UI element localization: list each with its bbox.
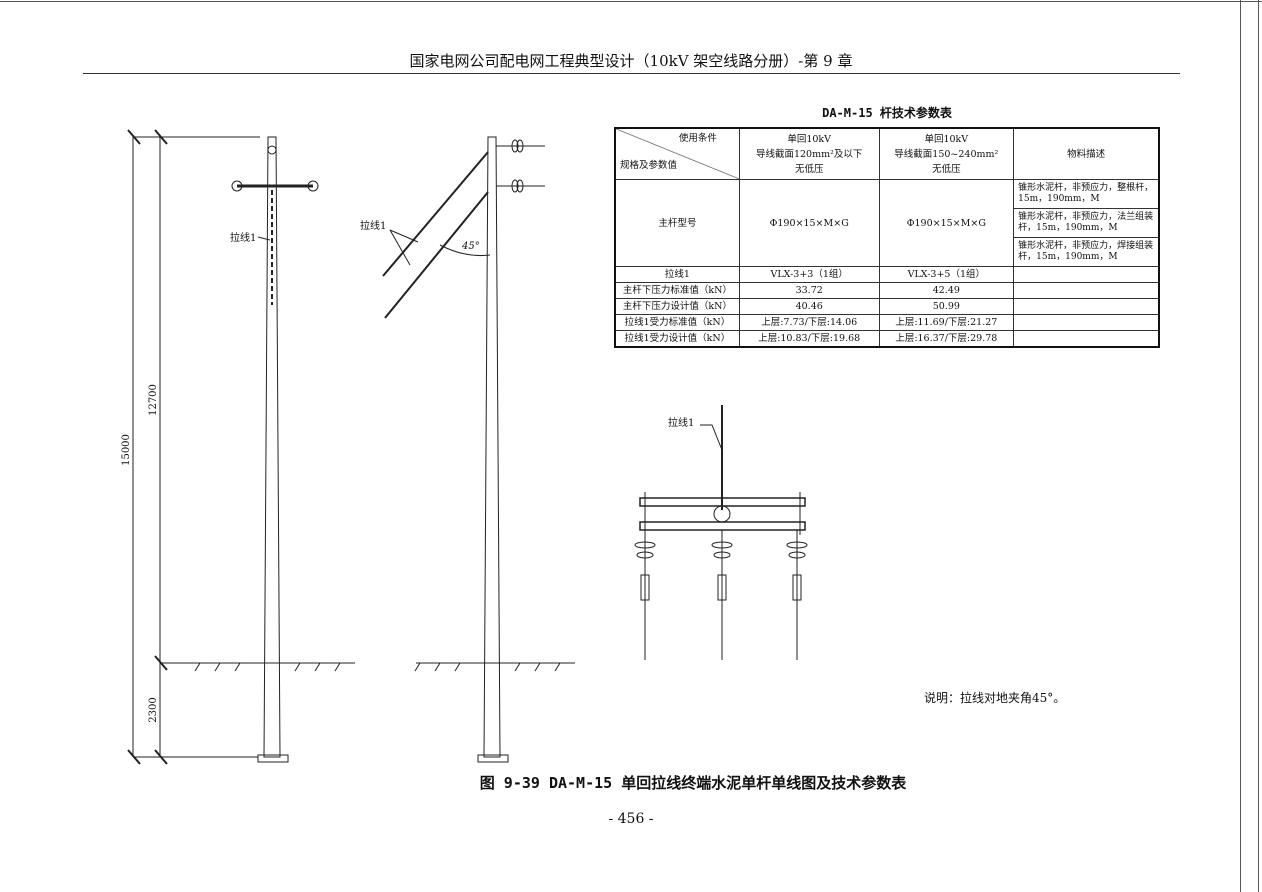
material-desc: 锥形水泥杆，非预应力，焊接组装杆，15m，190mm，M [1013, 237, 1160, 267]
insulator-icon [786, 530, 808, 660]
material-desc: 锥形水泥杆，非预应力，整根杆，15m，190mm，M [1013, 179, 1160, 209]
pole-base [257, 754, 289, 763]
figure-caption: 图 9-39 DA-M-15 单回拉线终端水泥单杆单线图及技术参数表 [479, 774, 907, 792]
left-pole-drawing: 15000 12700 2300 拉线1 [121, 129, 355, 765]
angle-label: 45° [461, 241, 480, 252]
side-pole-drawing: 拉线1 45° [360, 136, 575, 763]
dim-below-ground: 2300 [148, 697, 159, 722]
table-title: DA-M-15 杆技术参数表 [822, 106, 952, 120]
corner-cell: 使用条件规格及参数值 [616, 129, 739, 179]
guy-label: 拉线1 [360, 219, 386, 232]
guy-label: 拉线1 [668, 416, 694, 429]
note: 说明：拉线对地夹角45°。 [924, 691, 1066, 705]
col3-header: 物料描述 [1013, 127, 1160, 180]
dim-above-ground: 12700 [148, 384, 159, 416]
pole [483, 136, 501, 758]
table-row: 主杆型号 Φ190×15×M×G Φ190×15×M×G 锥形水泥杆，非预应力，… [614, 179, 1160, 267]
insulator-icon [711, 530, 733, 660]
dimension-lines [127, 129, 260, 765]
pole-base [477, 754, 509, 763]
insulator-icon [634, 530, 656, 660]
dim-total: 15000 [121, 434, 132, 466]
crossarm-detail-drawing: 拉线1 [634, 405, 808, 660]
page-border-right-outer [1258, 0, 1259, 892]
lower-guy-wire [384, 191, 489, 319]
page-number: - 456 - [608, 811, 654, 827]
page-header: 国家电网公司配电网工程典型设计（10kV 架空线路分册）-第 9 章 [409, 52, 853, 70]
guy-label: 拉线1 [230, 231, 256, 244]
page-border-right [1240, 0, 1241, 892]
page-border-top [0, 1, 1262, 2]
header-divider [83, 73, 1180, 74]
pole [263, 136, 281, 758]
upper-guy-wire [382, 151, 489, 277]
material-desc: 锥形水泥杆，非预应力，法兰组装杆，15m，190mm，M [1013, 208, 1160, 238]
crossarm-lower [639, 521, 806, 531]
table-row: 锥形水泥杆，非预应力，法兰组装杆，15m，190mm，M [615, 208, 1160, 238]
insulator-icon [511, 139, 519, 153]
pole-section [713, 505, 731, 523]
insulator-icon [511, 179, 519, 193]
